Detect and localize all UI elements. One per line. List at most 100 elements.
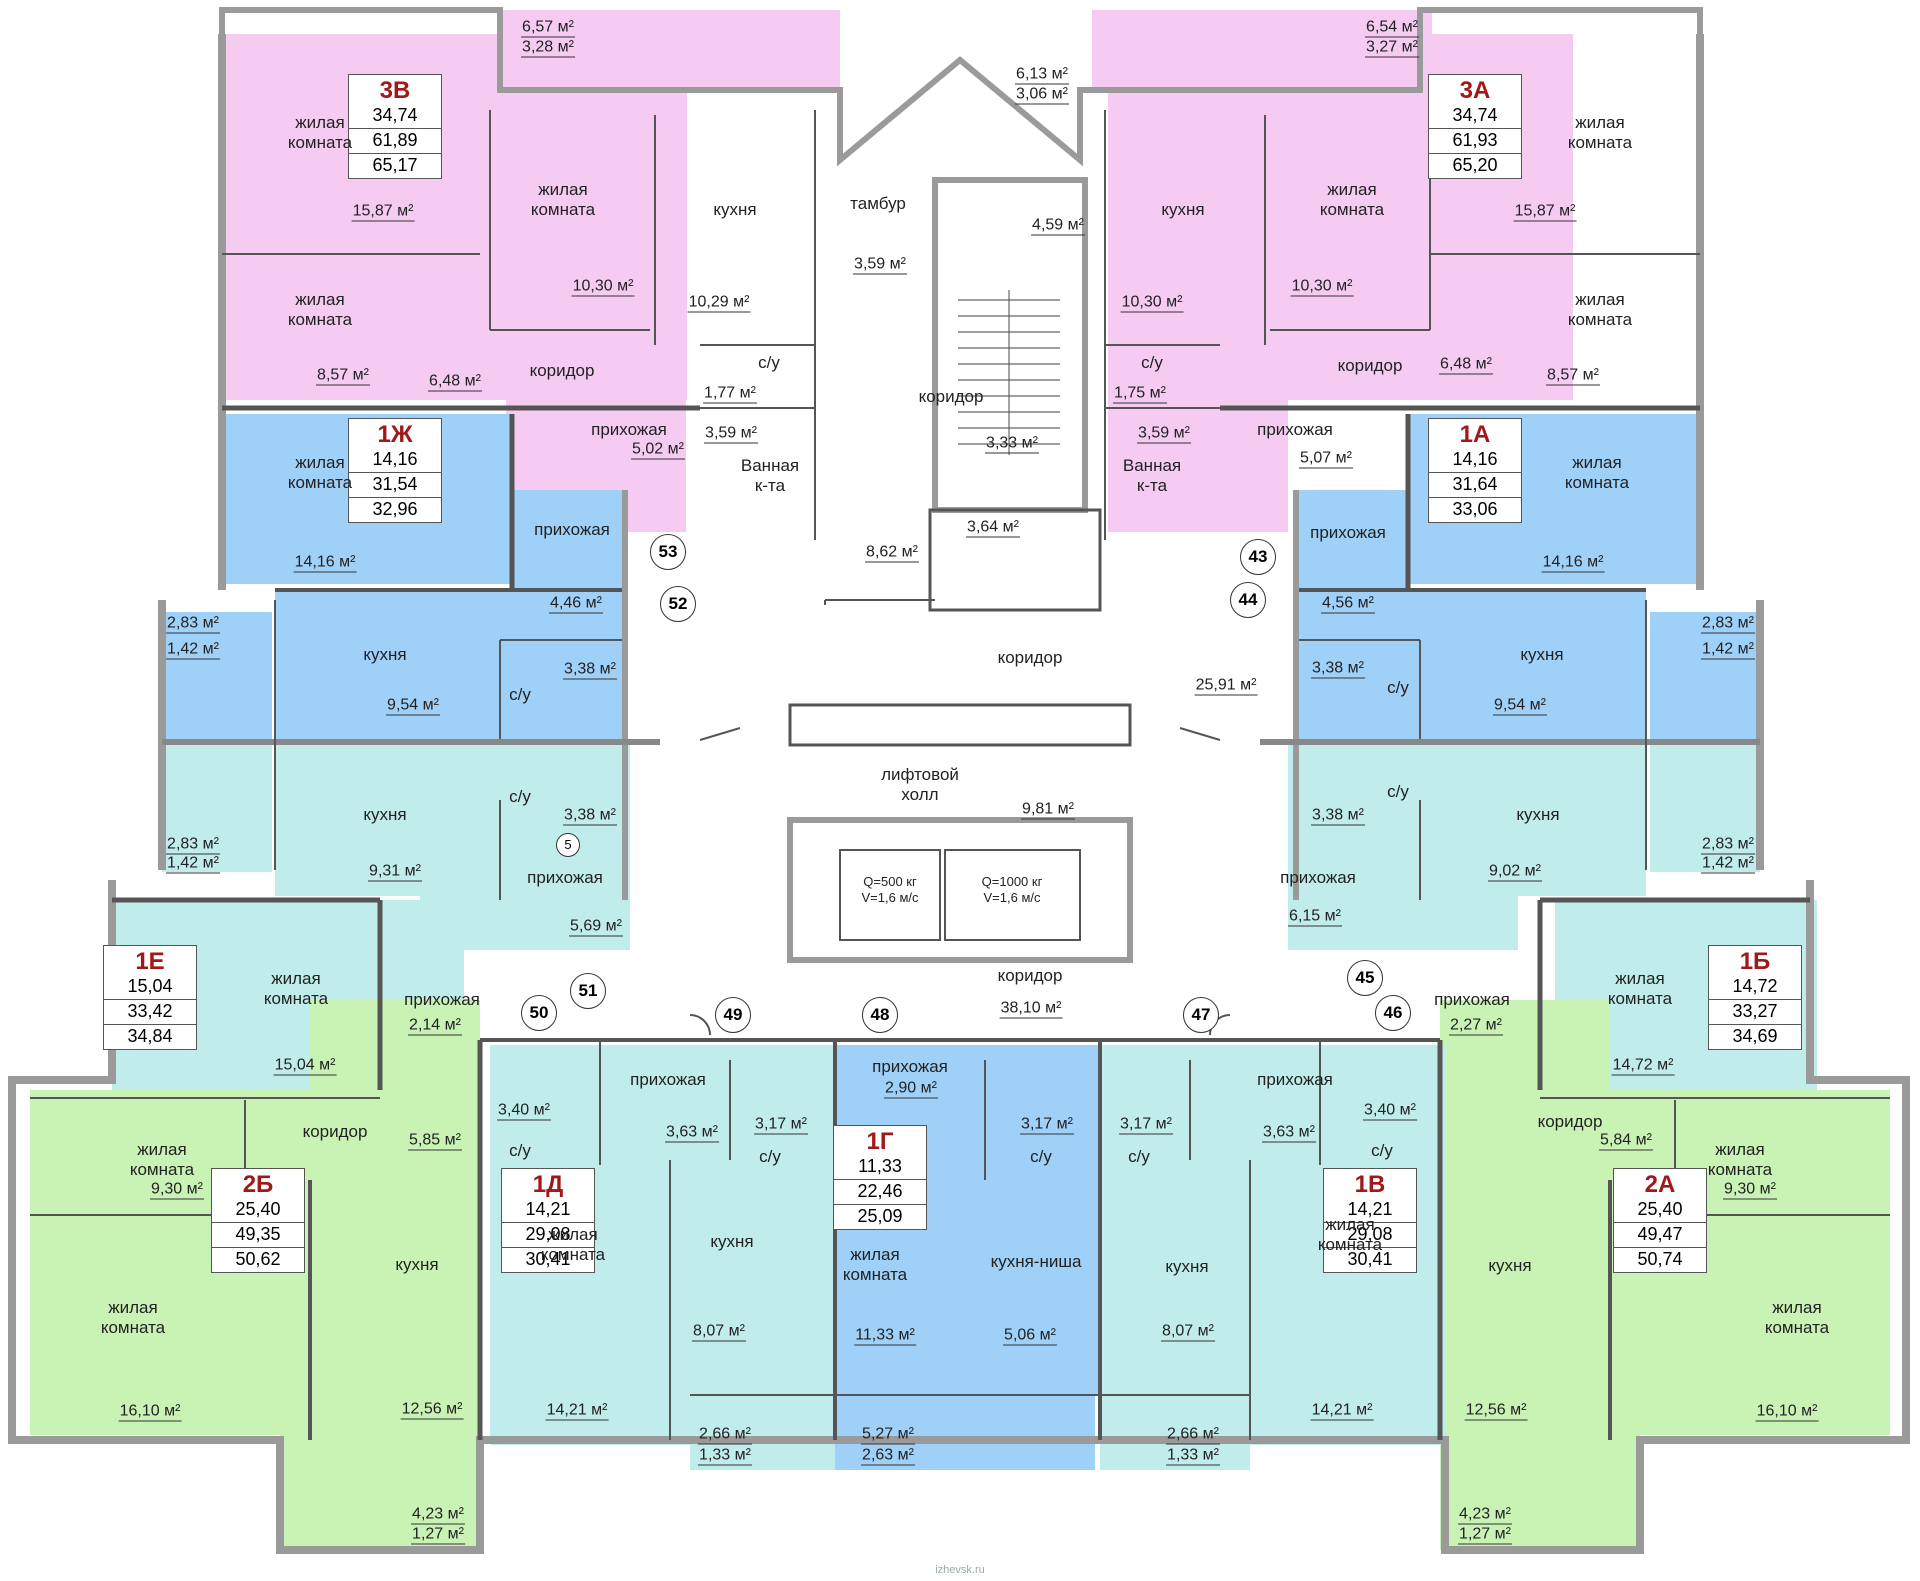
apartment-area: 50,62 [212,1247,304,1272]
room-name: кухня [1488,1256,1532,1275]
room-name: прихожая [527,868,603,887]
apartment-area: 61,93 [1429,128,1521,153]
room-area: 3,59 м² [853,255,907,275]
apartment-area: 11,33 [858,1156,902,1176]
apartment-area: 33,42 [104,999,196,1024]
room-name: с/у [509,1141,531,1160]
room-name: коридор [529,361,595,380]
room-name: жилая комната [129,1140,195,1179]
room-area: 16,10 м² [118,1402,182,1422]
area-value: 3,64 м² [966,518,1020,538]
room-area: 10,30 м² [571,277,635,297]
area-value: 3,27 м² [1365,38,1419,58]
area-value: 4,59 м² [1031,216,1085,236]
area-value: 5,27 м² [861,1425,915,1445]
room-name: коридор [1337,356,1403,375]
room-area: 6,15 м² [1288,907,1342,927]
area-value: 4,23 м² [1458,1505,1512,1525]
room-name: коридор [918,387,984,406]
room-name: прихожая [591,420,667,439]
room-area: 2,14 м² [408,1016,462,1036]
room-area: 8,07 м² [1161,1322,1215,1342]
apartment-label: 1А [1459,421,1491,448]
room-name: коридор [1537,1112,1603,1131]
area-value: 4,23 м² [411,1505,465,1525]
room-area: 1,75 м² [1113,384,1167,404]
room-name: прихожая [1310,523,1386,542]
room-name: кухня [1520,645,1564,664]
room-name: коридор [997,648,1063,667]
apartment-area: 34,84 [104,1024,196,1049]
area-value: 1,33 м² [698,1446,752,1466]
room-name: кухня [395,1255,439,1274]
room-name: кухня [1165,1257,1209,1276]
room-area: 38,10 м² [999,999,1063,1019]
room-area: 9,54 м² [1493,696,1547,716]
apartment-area: 14,16 [372,449,418,469]
room-name: лифтовой холл [881,765,959,804]
room-area: 10,29 м² [687,293,751,313]
apartment-area: 14,21 [1347,1199,1393,1219]
room-name: жилая комната [1607,969,1673,1008]
area-value: 1,42 м² [166,640,220,660]
staircase [958,290,1060,455]
apartment-area: 33,27 [1709,999,1801,1024]
room-name: тамбур [850,194,906,213]
area-value: 2,66 м² [1166,1425,1220,1445]
room-area: 3,17 м² [1020,1115,1074,1135]
apartment-area: 29,08 [1324,1222,1416,1247]
apartment-area: 32,96 [349,497,441,522]
room-area: 3,17 м² [1119,1115,1173,1135]
room-area: 6,48 м² [428,372,482,392]
apartment-number-marker: 45 [1347,960,1383,996]
apartment-area: 15,04 [127,976,173,996]
room-name: с/у [1141,353,1163,372]
room-name: жилая комната [1707,1140,1773,1179]
apartment-area: 22,46 [834,1179,926,1204]
room-area: 5,84 м² [1599,1131,1653,1151]
room-area: 2,27 м² [1449,1016,1503,1036]
room-name: с/у [758,353,780,372]
room-area: 2,90 м² [884,1079,938,1099]
apartment-area: 65,17 [349,153,441,178]
room-name: с/у [509,685,531,704]
room-area: 3,38 м² [563,660,617,680]
room-area: 11,33 м² [854,1326,916,1346]
room-name: жилая комната [1764,1298,1830,1337]
room-area: 5,06 м² [1003,1326,1057,1346]
room-name: прихожая [872,1057,948,1076]
apartment-area: 34,74 [372,105,418,125]
room-area: 9,31 м² [368,862,422,882]
apartment-number-marker: 43 [1240,539,1276,575]
room-name: кухня [363,805,407,824]
room-name: с/у [1387,678,1409,697]
room-name: с/у [509,787,531,806]
room-name: кухня [713,200,757,219]
apartment-area: 29,08 [502,1222,594,1247]
apartment-label: 1Ж [377,421,413,448]
room-area: 9,81 м² [1021,800,1075,820]
apartment-number-marker: 51 [570,973,606,1009]
room-name: коридор [997,966,1063,985]
room-area: 6,48 м² [1439,355,1493,375]
room-name: с/у [1030,1147,1052,1166]
room-name: жилая комната [263,969,329,1008]
room-area: 10,30 м² [1120,293,1184,313]
room-name: кухня-ниша [990,1252,1082,1271]
room-area: 14,16 м² [293,553,357,573]
room-area: 14,72 м² [1611,1056,1675,1076]
apartment-area: 14,21 [525,1199,571,1219]
room-area: 5,85 м² [408,1131,462,1151]
room-area: 12,56 м² [1464,1401,1528,1421]
room-area: 3,63 м² [665,1123,719,1143]
area-value: 8,62 м² [865,543,919,563]
room-area: 5,69 м² [569,917,623,937]
room-area: 14,21 м² [1310,1401,1374,1421]
